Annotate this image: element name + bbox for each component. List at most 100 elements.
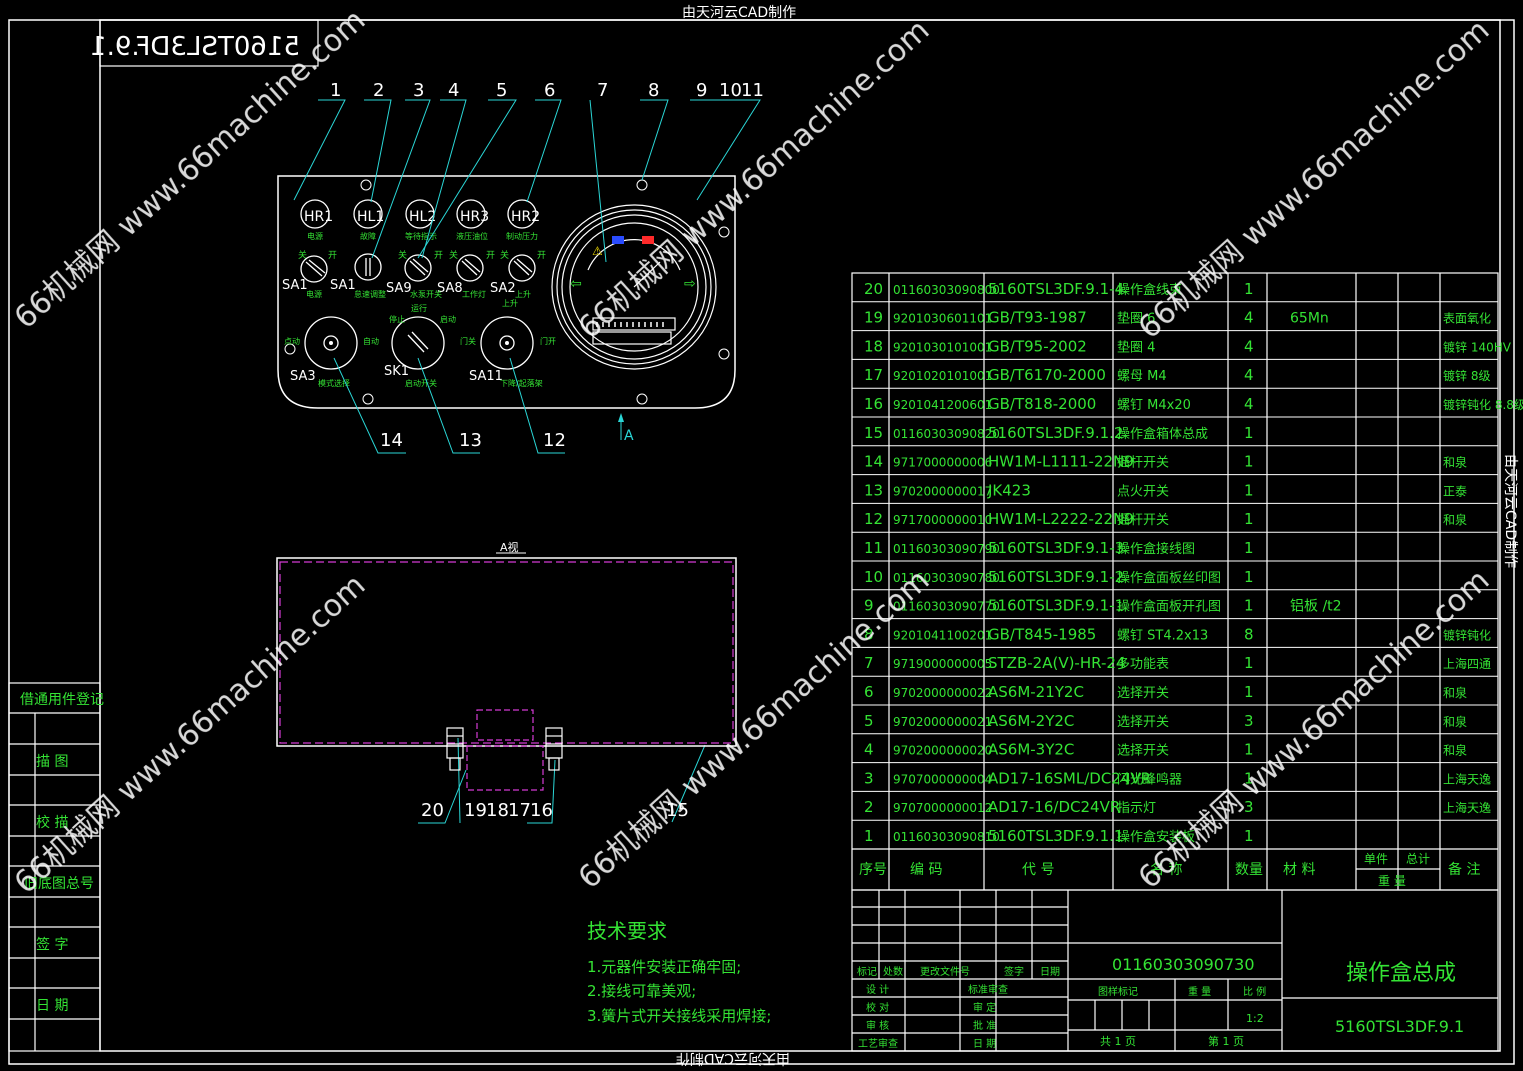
bom-cell: 7	[864, 654, 874, 672]
bom-cell: 13	[864, 481, 883, 499]
sw-off: 关	[500, 249, 509, 261]
callout-number: 10	[719, 80, 742, 101]
multifunction-gauge	[551, 204, 717, 370]
bom-cell: 1	[1244, 568, 1254, 586]
bom-cell: 3	[1244, 798, 1254, 816]
tech-requirements: 技术要求 1.元器件安装正确牢固; 2.接线可靠美观; 3.簧片式开关接线采用焊…	[587, 919, 771, 1025]
scale-value: 1:2	[1246, 1012, 1264, 1025]
left-label: 签 字	[36, 936, 68, 953]
bom-cell: 螺钉 M4x20	[1117, 398, 1191, 413]
bom-cell: AS6M-21Y2C	[988, 683, 1084, 701]
bom-cell: 18	[864, 337, 883, 355]
bom-cell: 操作盒线束	[1117, 282, 1182, 298]
bom-cell: 20	[864, 280, 883, 298]
switch-label: SA2	[490, 281, 516, 296]
bom-cell: JK423	[987, 481, 1031, 499]
sw-off: 关	[398, 249, 407, 261]
tech-item: 1.元器件安装正确牢固;	[587, 958, 741, 976]
watermark: 66机械网 www.66machine.com	[8, 568, 372, 901]
switch-label: SA8	[437, 281, 463, 296]
left-label: 旧底图总号	[24, 876, 94, 892]
knob-right-3: 门开	[540, 336, 556, 346]
sheet-total: 共 1 页	[1100, 1035, 1136, 1048]
bom-cell: 操作盒面板开孔图	[1117, 599, 1221, 615]
bom-cell: 3	[864, 769, 874, 787]
bom-cell: 19	[864, 309, 883, 327]
inner-frame	[99, 19, 1501, 1052]
bom-cell: 4	[1244, 309, 1254, 327]
bom-cell: 5160TSL3DF.9.1.1	[988, 827, 1123, 845]
callout-number: 11	[741, 80, 764, 101]
sw-off: 关	[298, 249, 307, 261]
watermark: 66机械网 www.66machine.com	[1132, 13, 1496, 346]
lamp-label: HR2	[511, 209, 540, 225]
title-block-text: 标记 处数 更改文件号 签字 日期 设 计 校 对 审 核 工艺审查 标准审查 …	[857, 955, 1464, 1050]
bom-cell: 操作盒箱体总成	[1117, 426, 1208, 442]
bom-cell: 9201030101001	[893, 340, 992, 354]
switch-label: SA1	[330, 278, 356, 293]
bom-cell: 01160303090770	[893, 600, 1000, 614]
lamp-label: HR1	[304, 209, 333, 225]
bom-cell: 1	[1244, 453, 1254, 471]
callout-number: 9	[696, 80, 707, 101]
bom-cell: 9707000000012	[893, 801, 992, 815]
callout-number: 4	[448, 80, 459, 101]
sw-on: 开	[328, 250, 337, 261]
side-text: 由天河云CAD制作	[1502, 454, 1518, 568]
callout-number: 20	[421, 800, 444, 821]
role-label: 批 准	[973, 1019, 996, 1032]
rev-label: 更改文件号	[920, 965, 970, 978]
footer-text: 由天河云CAD制作	[676, 1050, 790, 1066]
left-label: 描 图	[36, 754, 68, 770]
bom-cell: 4	[1244, 337, 1254, 355]
callout-number: 12	[543, 430, 566, 451]
role-label: 审 核	[866, 1019, 889, 1032]
bom-cell: 1	[1244, 597, 1254, 615]
knob-label: SA3	[290, 369, 316, 384]
bom-cell: 1	[1244, 827, 1254, 845]
bom-cell: 16	[864, 395, 883, 413]
bom-cell: 17	[864, 366, 883, 384]
bom-cell: 10	[864, 568, 883, 586]
bom-cell: 9719000000005	[893, 657, 992, 671]
bom-cell: 5160TSL3DF.9.1.2	[988, 424, 1123, 442]
control-panel: HR1 HL1 HL2 HR3 HR2 电源 故障 等待指示 液压油位 制动压力…	[277, 175, 736, 444]
bom-cell: 选择开关	[1117, 715, 1169, 730]
lamp-label: HL1	[357, 209, 384, 225]
title-block	[851, 889, 1499, 1052]
callout-number: 6	[544, 80, 555, 101]
callout-number: 1	[330, 80, 341, 101]
role-label: 标准审查	[968, 983, 1008, 996]
bom-cell: 多功能表	[1117, 656, 1169, 672]
bom-cell: 9707000000004	[893, 772, 992, 786]
attr-label: 图样标记	[1098, 985, 1138, 998]
role-label: 日 期	[973, 1038, 996, 1050]
sw-on: 开	[486, 250, 495, 261]
knob-left-3: 门关	[460, 336, 476, 346]
bom-cell: GB/T845-1985	[988, 625, 1096, 643]
bom-cell: 11	[864, 539, 883, 557]
bom-header-cell: 备 注	[1448, 861, 1480, 878]
bom-cell: STZB-2A(V)-HR-24	[988, 654, 1125, 672]
side-callouts: 20 19 18 17 16 15	[421, 800, 689, 821]
bom-cell: 5	[864, 712, 874, 730]
bom-cell: 1	[1244, 481, 1254, 499]
callouts-top: 1 2 3 4 5 6 7 8 9 10 11	[330, 80, 764, 101]
bom-cell: 9702000000022	[893, 686, 992, 700]
knob-label: SK1	[384, 364, 409, 379]
bom-cell: 闪光蜂鸣器	[1117, 771, 1182, 787]
watermarks: 66机械网 www.66machine.com 66机械网 www.66mach…	[8, 3, 1496, 901]
bom-header-cell: 编 码	[910, 862, 942, 878]
bom-cell: 1	[1244, 510, 1254, 528]
callout-number: 5	[496, 80, 507, 101]
bom-cell: 点火开关	[1117, 484, 1169, 499]
bom-header: 序号 编 码 代 号 名 称 数量 材 料 单件 总计 备 注 重 量	[859, 852, 1480, 888]
bom-header-cell: 代 号	[1022, 862, 1054, 878]
bom-cell: 镀锌 140HV	[1443, 340, 1512, 354]
bom-cell: 4	[1244, 395, 1254, 413]
switch-label: SA9	[386, 281, 412, 296]
knob-caption: 模式选择	[318, 378, 350, 388]
